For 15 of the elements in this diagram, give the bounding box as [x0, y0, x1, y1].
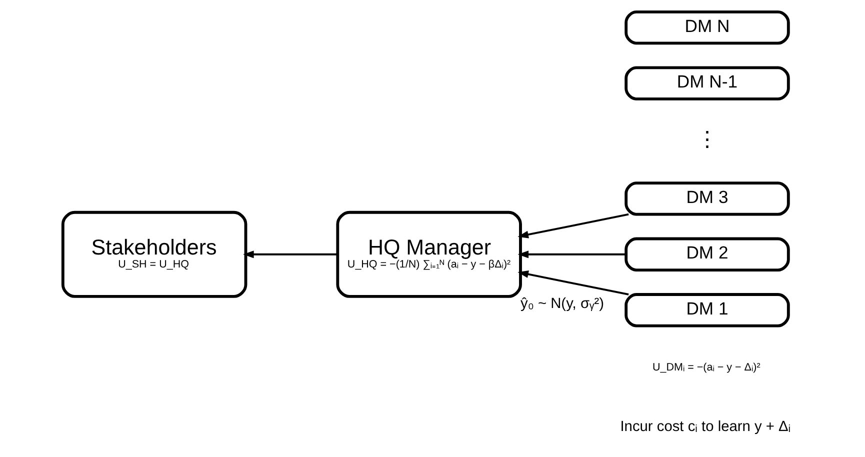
arrow [243, 250, 338, 258]
node-box: DM 2 [624, 237, 790, 272]
node-box: DM 3 [624, 182, 790, 216]
node-box: DM 1 [624, 293, 790, 328]
node-label: ŷ₀ ~ N(y, σᵧ²) [520, 296, 604, 312]
node-box: DM N-1 [624, 66, 790, 100]
arrow [518, 250, 626, 258]
node-box: HQ Manager U_HQ = −(1/N) ∑ᵢ₌₁ᴺ (aᵢ − y − βΔᵢ)² [336, 210, 522, 298]
node-box: Stakeholders U_SH = U_HQ [61, 210, 248, 298]
arrow [518, 213, 629, 238]
arrow [518, 270, 629, 296]
label: Incur cost cᵢ to learn y + Δᵢ [620, 418, 791, 435]
label: ⋮ [696, 127, 718, 152]
node-box: DM N [624, 10, 790, 45]
label: U_DMᵢ = −(aᵢ − y − Δᵢ)² [652, 362, 760, 374]
